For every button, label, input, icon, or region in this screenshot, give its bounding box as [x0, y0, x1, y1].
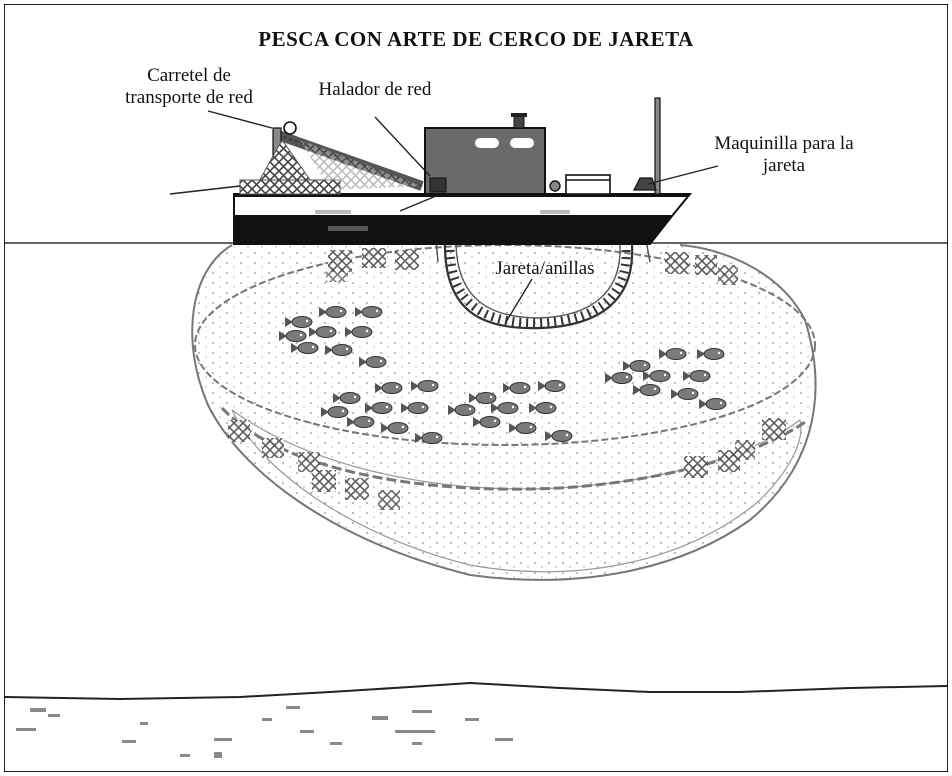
cabin-window-right: [510, 138, 534, 148]
fish-icon: [309, 326, 337, 338]
label-carretel-line2: transporte de red: [125, 87, 253, 108]
label-maquinilla: Maquinilla para la jareta: [694, 133, 874, 177]
fish-icon: [411, 380, 439, 392]
fish-icon: [279, 330, 307, 342]
label-halador: Halador de red: [318, 79, 432, 100]
fish-icon: [448, 404, 476, 416]
label-maquinilla-line1: Maquinilla para la: [714, 133, 854, 154]
leader-jareta: [505, 278, 533, 323]
seabed-line: [4, 681, 948, 701]
fish-icon: [415, 432, 443, 444]
fish-icon: [321, 406, 349, 418]
fish-icon: [659, 348, 687, 360]
fish-icon: [375, 382, 403, 394]
winch-box: [565, 174, 611, 195]
fish-icon: [697, 348, 725, 360]
fish-icon: [503, 382, 531, 394]
mast: [654, 97, 661, 195]
fish-icon: [683, 370, 711, 382]
fish-icon: [469, 392, 497, 404]
leader-halador: [374, 116, 431, 177]
ring-line-rim: [220, 406, 809, 491]
fish-icon: [643, 370, 671, 382]
fish-icon: [545, 430, 573, 442]
fish-icon: [319, 306, 347, 318]
fish-icon: [359, 356, 387, 368]
fish-icon: [623, 360, 651, 372]
leader-maquinilla: [647, 165, 719, 185]
seabed: [4, 681, 948, 758]
fish-icon: [605, 372, 633, 384]
hull-upper: [233, 193, 693, 217]
label-carretel: Carretel de transporte de red: [84, 65, 294, 109]
fish-icon: [509, 422, 537, 434]
diagram-title: PESCA CON ARTE DE CERCO DE JARETA: [258, 27, 694, 51]
fish-icon: [365, 402, 393, 414]
fish-school: [279, 306, 727, 444]
purse-line-rings: [443, 244, 634, 330]
fish-icon: [401, 402, 429, 414]
purse-seiner-boat-icon: [169, 97, 693, 245]
net-pile-base: [239, 179, 341, 195]
fish-icon: [699, 398, 727, 410]
cabin-window-left: [475, 138, 499, 148]
purse-winch: [633, 177, 657, 191]
leader-lines: [207, 110, 719, 323]
fish-icon: [291, 342, 319, 354]
hull-lower: [233, 215, 675, 245]
fish-icon: [491, 402, 519, 414]
fish-icon: [529, 402, 557, 414]
fish-icon: [325, 344, 353, 356]
fish-icon: [333, 392, 361, 404]
label-jareta: Jareta/anillas: [495, 258, 595, 279]
net-bag-lower: [231, 409, 802, 573]
fish-icon: [345, 326, 373, 338]
fish-icon: [473, 416, 501, 428]
net-hauler-block: [429, 177, 447, 193]
leader-halador-2: [399, 195, 437, 212]
net-mesh-patches: [228, 248, 786, 510]
seabed-debris: [16, 706, 513, 758]
power-block: [283, 121, 297, 135]
fish-icon: [538, 380, 566, 392]
fish-icon: [381, 422, 409, 434]
fish-icon: [347, 416, 375, 428]
fish-icon: [671, 388, 699, 400]
diagram-frame: [4, 4, 948, 772]
label-maquinilla-line2: jareta: [762, 155, 806, 176]
fish-icon: [633, 384, 661, 396]
fish-icon: [355, 306, 383, 318]
leader-carretel: [207, 110, 273, 129]
fish-icon: [285, 316, 313, 328]
label-carretel-line1: Carretel de: [147, 65, 231, 86]
